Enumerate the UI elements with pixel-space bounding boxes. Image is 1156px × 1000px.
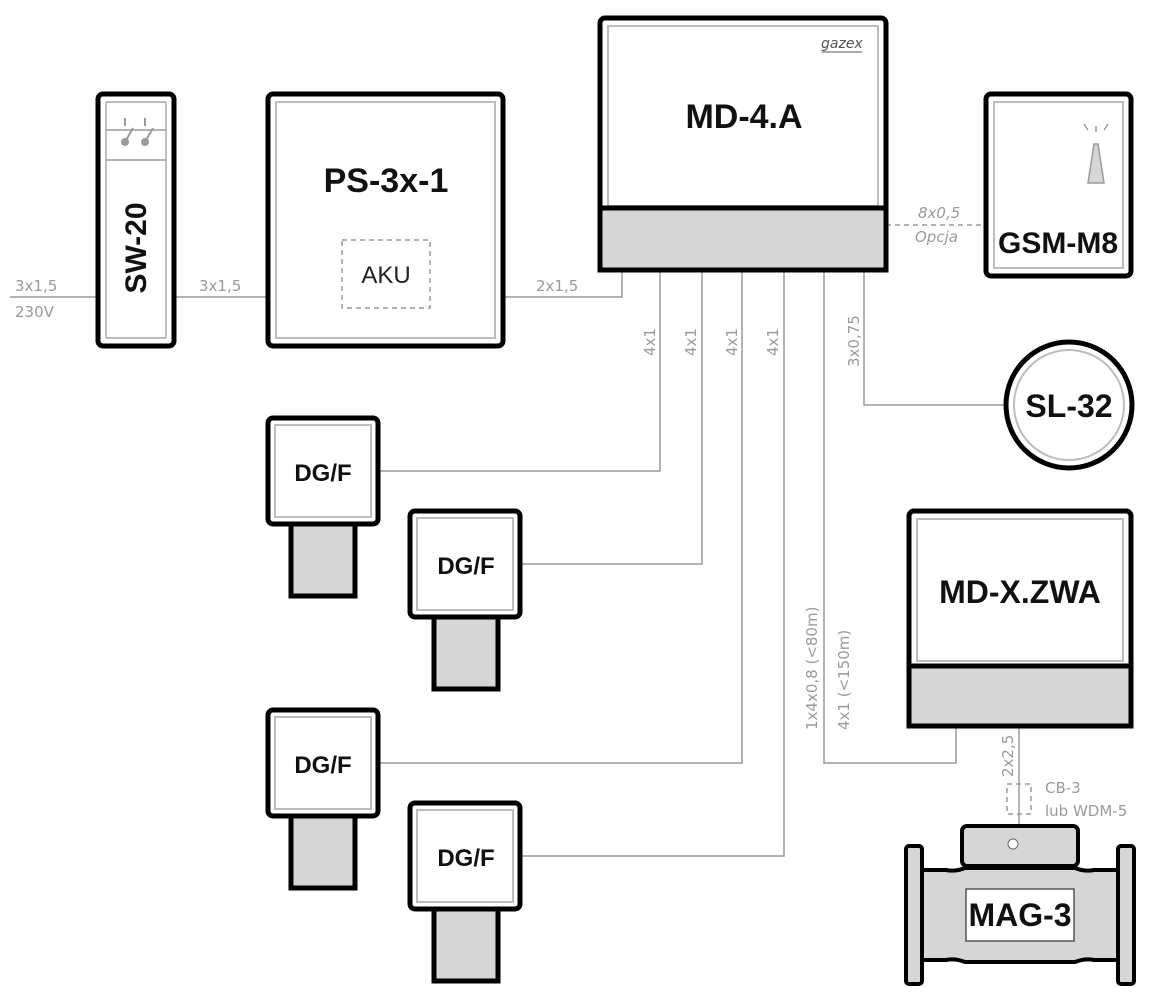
wire-label-dg4: 4x1	[764, 328, 782, 356]
wire-label-sl: 3x0,75	[845, 315, 863, 367]
gsm-label: GSM-M8	[998, 227, 1118, 260]
dgf-label-1: DG/F	[294, 460, 351, 487]
dgf-detector-4: DG/F	[407, 800, 523, 984]
wire-label-dg1: 4x1	[641, 328, 659, 356]
mag3-label: MAG-3	[968, 897, 1071, 933]
dgf-detector-3: DG/F	[265, 707, 381, 891]
md4a-device: MD-4.A gazex	[597, 15, 889, 273]
wire-label-gsm-2: Opcja	[915, 228, 958, 246]
wire-label-cb-1: CB-3	[1045, 779, 1081, 797]
wire-label-ps-md: 2x1,5	[536, 277, 578, 295]
wire-dg1	[378, 272, 661, 472]
mdx-device: MD-X.ZWA	[906, 508, 1134, 729]
sw20-label: SW-20	[120, 202, 153, 293]
wire-label-sw-ps: 3x1,5	[199, 277, 241, 295]
gsm-device: GSM-M8	[983, 91, 1134, 279]
wire-sl	[863, 272, 1006, 406]
wire-mdx	[823, 272, 957, 764]
ps-label: PS-3x-1	[324, 162, 449, 200]
dgf-detector-1: DG/F	[265, 415, 381, 599]
dgf-label-3: DG/F	[294, 752, 351, 779]
sl32-device: SL-32	[1003, 339, 1135, 471]
wire-label-mains-2: 230V	[15, 303, 55, 321]
wire-dg4	[520, 272, 785, 857]
ps-device: PS-3x-1 AKU	[265, 91, 506, 349]
wire-label-cb-2: lub WDM-5	[1045, 802, 1127, 820]
sl32-label: SL-32	[1025, 388, 1112, 424]
wire-dg2	[520, 272, 703, 565]
brand-logo: gazex	[821, 36, 863, 52]
wire-label-mdx-b: 4x1 (<150m)	[835, 630, 853, 730]
aku-label: AKU	[361, 262, 410, 289]
wire-label-mains-1: 3x1,5	[15, 277, 57, 295]
dgf-label-2: DG/F	[437, 553, 494, 580]
aku-box	[341, 239, 431, 309]
md4a-label: MD-4.A	[685, 98, 802, 136]
mag3-device: MAG-3	[904, 824, 1136, 986]
dgf-label-4: DG/F	[437, 845, 494, 872]
wire-label-dg2: 4x1	[682, 328, 700, 356]
wire-label-mag: 2x2,5	[999, 735, 1017, 777]
wire-label-dg3: 4x1	[723, 328, 741, 356]
wire-ps-md	[503, 270, 623, 298]
wire-label-mdx-a: 1x4x0,8 (<80m)	[803, 607, 821, 730]
mdx-label: MD-X.ZWA	[939, 574, 1101, 610]
sw20-device: SW-20	[95, 91, 177, 349]
cb3-box	[1006, 783, 1032, 815]
wire-label-gsm-1: 8x0,5	[918, 204, 960, 222]
wire-dg3	[378, 272, 743, 764]
dgf-detector-2: DG/F	[407, 508, 523, 692]
wire-labels: 3x1,5 230V 3x1,5 2x1,5 8x0,5 Opcja 4x1 4…	[15, 204, 1127, 820]
switch-icon	[106, 118, 166, 161]
wires	[10, 224, 1032, 857]
antenna-icon	[1083, 123, 1109, 184]
